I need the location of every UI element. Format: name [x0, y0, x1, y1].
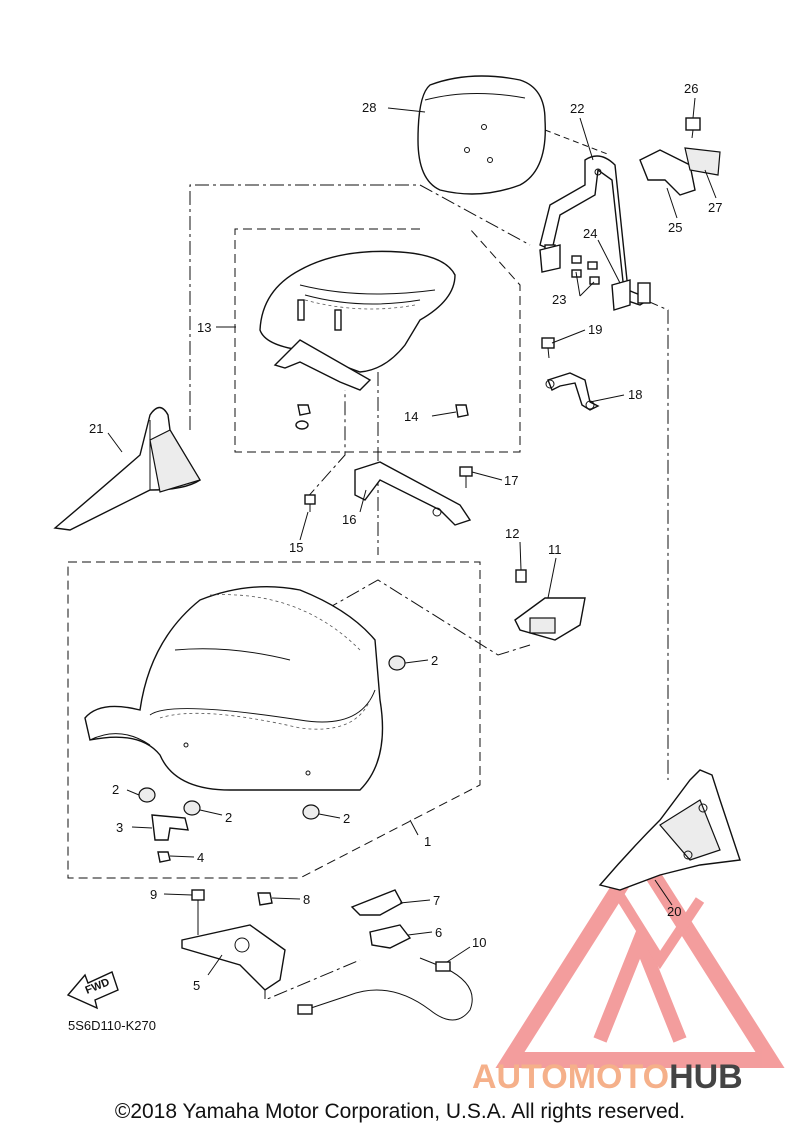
- backrest-pad: [417, 75, 546, 195]
- callout-7: 7: [433, 893, 440, 908]
- watermark-part1: AUTOMOTO: [472, 1058, 669, 1096]
- callout-16: 16: [342, 512, 356, 527]
- passenger-seat: [259, 250, 456, 391]
- group-box-1: [67, 561, 481, 879]
- lock-plate: [181, 889, 286, 991]
- callout-2-c: 2: [225, 810, 232, 825]
- callout-25: 25: [668, 220, 682, 235]
- callout-1: 1: [424, 834, 431, 849]
- callout-21: 21: [89, 421, 103, 436]
- callout-3: 3: [116, 820, 123, 835]
- copyright-notice: ©2018 Yamaha Motor Corporation, U.S.A. A…: [114, 1100, 686, 1123]
- right-side-cover: [598, 769, 741, 891]
- callout-12: 12: [505, 526, 519, 541]
- passenger-seat-nuts: [295, 404, 469, 430]
- callout-6: 6: [435, 925, 442, 940]
- seat-lock: [297, 889, 473, 1021]
- callout-17: 17: [504, 473, 518, 488]
- callout-5: 5: [193, 978, 200, 993]
- front-seat-bracket: [151, 814, 189, 863]
- callout-14: 14: [404, 409, 418, 424]
- callout-leaders: [107, 97, 717, 976]
- fwd-arrow: FWD: [66, 971, 119, 1010]
- callout-24: 24: [583, 226, 597, 241]
- watermark-logo: [495, 840, 785, 1068]
- plate-bolts: [571, 255, 600, 285]
- watermark-text: AUTOMOTOHUB: [472, 1058, 743, 1096]
- callout-2-a: 2: [431, 653, 438, 668]
- alignment-line-15-16: [304, 390, 346, 501]
- callout-18: 18: [628, 387, 642, 402]
- watermark-part2: HUB: [669, 1058, 743, 1096]
- main-seat: [84, 585, 384, 791]
- alignment-line-22-20: [644, 299, 669, 780]
- callout-15: 15: [289, 540, 303, 555]
- callout-10: 10: [472, 935, 486, 950]
- callout-8: 8: [303, 892, 310, 907]
- callout-labels: 28 22 26 27 25 24 23 19 18 13 14 21 17 1…: [89, 81, 722, 993]
- rack-bracket: [639, 117, 721, 196]
- seat-lock-bracket: [514, 569, 586, 641]
- callout-22: 22: [570, 101, 584, 116]
- seat-bracket-assembly: [304, 461, 473, 526]
- alignment-line-1-11: [324, 579, 531, 656]
- callout-26: 26: [684, 81, 698, 96]
- callout-2-d: 2: [343, 811, 350, 826]
- callout-20: 20: [667, 904, 681, 919]
- callout-13: 13: [197, 320, 211, 335]
- diagram-code: 5S6D110-K270: [68, 1018, 156, 1033]
- callout-27: 27: [708, 200, 722, 215]
- callout-2-b: 2: [112, 782, 119, 797]
- alignment-line-21-22: [189, 184, 531, 430]
- mounting-plates: [539, 244, 631, 311]
- callout-28: 28: [362, 100, 376, 115]
- callout-9: 9: [150, 887, 157, 902]
- left-side-cover: [53, 406, 201, 531]
- callout-19: 19: [588, 322, 602, 337]
- callout-4: 4: [197, 850, 204, 865]
- rear-bracket: [541, 337, 600, 411]
- callout-11: 11: [548, 542, 562, 557]
- callout-23: 23: [552, 292, 566, 307]
